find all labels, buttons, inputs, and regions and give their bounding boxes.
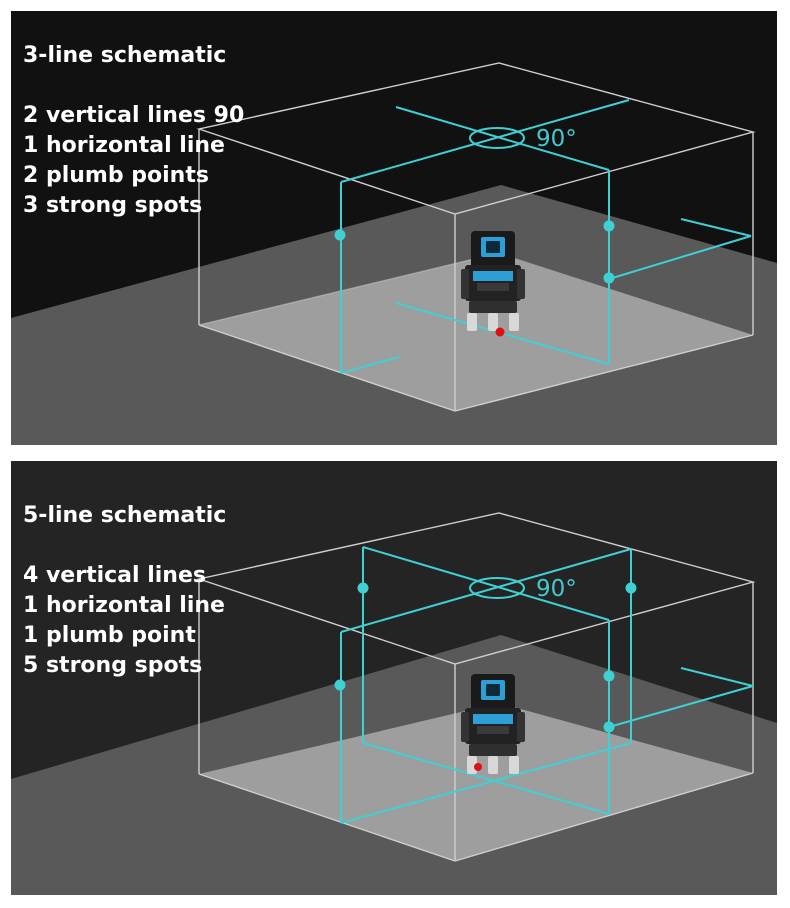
feature-vertical-lines: 4 vertical lines [23,563,206,588]
angle-label: 90° [536,576,577,602]
five-line-diagram: 90° [11,461,777,895]
panel-caption: 5-line schematic 4 vertical lines 1 hori… [23,501,226,681]
laser-level-device [461,674,525,774]
laser-vertical-plane-2-top [340,99,630,183]
laser-horizontal-line [608,235,752,280]
plumb-point [474,763,482,771]
five-line-panel: 90° 5-line schematic 4 vertical lines [11,461,777,895]
box-floor [199,703,753,861]
panel-caption: 3-line schematic 2 vertical lines 90 1 h… [23,41,244,221]
feature-strong-spots: 3 strong spots [23,193,203,218]
panel-title: 5-line schematic [23,503,227,528]
laser-lines [340,546,754,824]
angle-label: 90° [536,126,577,152]
caption-spacer [23,531,226,561]
feature-plumb-points: 2 plumb points [23,163,209,188]
laser-horizontal-line [608,685,754,728]
strong-spot-left [334,229,346,241]
laser-lines [340,99,752,374]
feature-horizontal-line: 1 horizontal line [23,593,225,618]
laser-vertical-plane-1-top [395,106,610,171]
strong-spot-horizontal [603,272,615,284]
laser-level-device [461,231,525,331]
strong-spot-horizontal [603,721,615,733]
plumb-point [495,327,505,337]
strong-spot-back-right [625,582,637,594]
room-wireframe [196,62,756,412]
panel-title: 3-line schematic [23,43,227,68]
strong-spots [334,582,637,733]
feature-horizontal-line: 1 horizontal line [23,133,225,158]
three-line-panel: 90° 3-line schematic 2 vertical lines 90 [11,11,777,445]
room-wireframe [196,512,756,862]
laser-floor-line-2 [340,742,632,824]
laser-cross-ring [469,127,525,149]
feature-strong-spots: 5 strong spots [23,653,203,678]
strong-spots [334,220,615,284]
strong-spot-back-left [357,582,369,594]
laser-vertical-plane-2-top [340,548,632,633]
strong-spot-right [603,220,615,232]
laser-floor-line-1 [362,742,610,815]
feature-plumb-point: 1 plumb point [23,623,196,648]
laser-vertical-plane-1-top [362,546,610,621]
strong-spot-front-right [603,670,615,682]
caption-spacer [23,71,244,101]
laser-cross-ring [469,577,525,599]
strong-spot-front-left [334,679,346,691]
laser-floor-line-2 [340,356,400,374]
feature-vertical-lines: 2 vertical lines 90 [23,103,245,128]
three-line-diagram: 90° [11,11,777,445]
